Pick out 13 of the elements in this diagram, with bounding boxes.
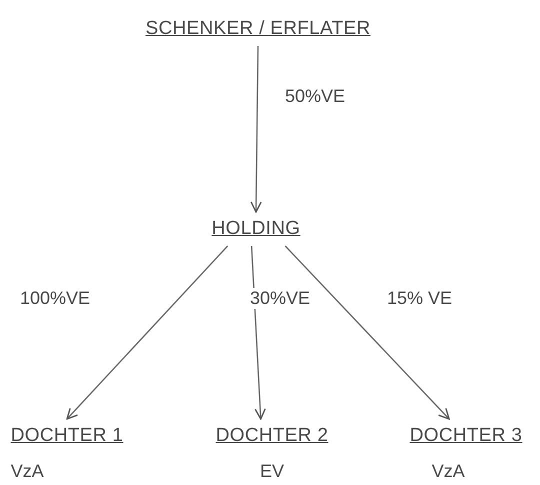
node-subtext: VzA bbox=[430, 461, 465, 482]
arrow bbox=[250, 46, 262, 213]
arrow bbox=[284, 246, 450, 420]
node-subtext: EV bbox=[260, 461, 284, 482]
node-heading: HOLDING bbox=[212, 218, 300, 240]
arrow bbox=[250, 246, 266, 420]
node-heading: DOCHTER 1 bbox=[10, 425, 124, 447]
node-heading: DOCHTER 2 bbox=[216, 425, 328, 447]
arrow bbox=[66, 246, 228, 420]
node-heading: DOCHTER 3 bbox=[410, 425, 522, 447]
edge-label: 30%VE bbox=[250, 288, 310, 309]
node-heading: SCHENKER / ERFLATER bbox=[146, 18, 370, 40]
node-subtext: VzA bbox=[10, 461, 44, 482]
